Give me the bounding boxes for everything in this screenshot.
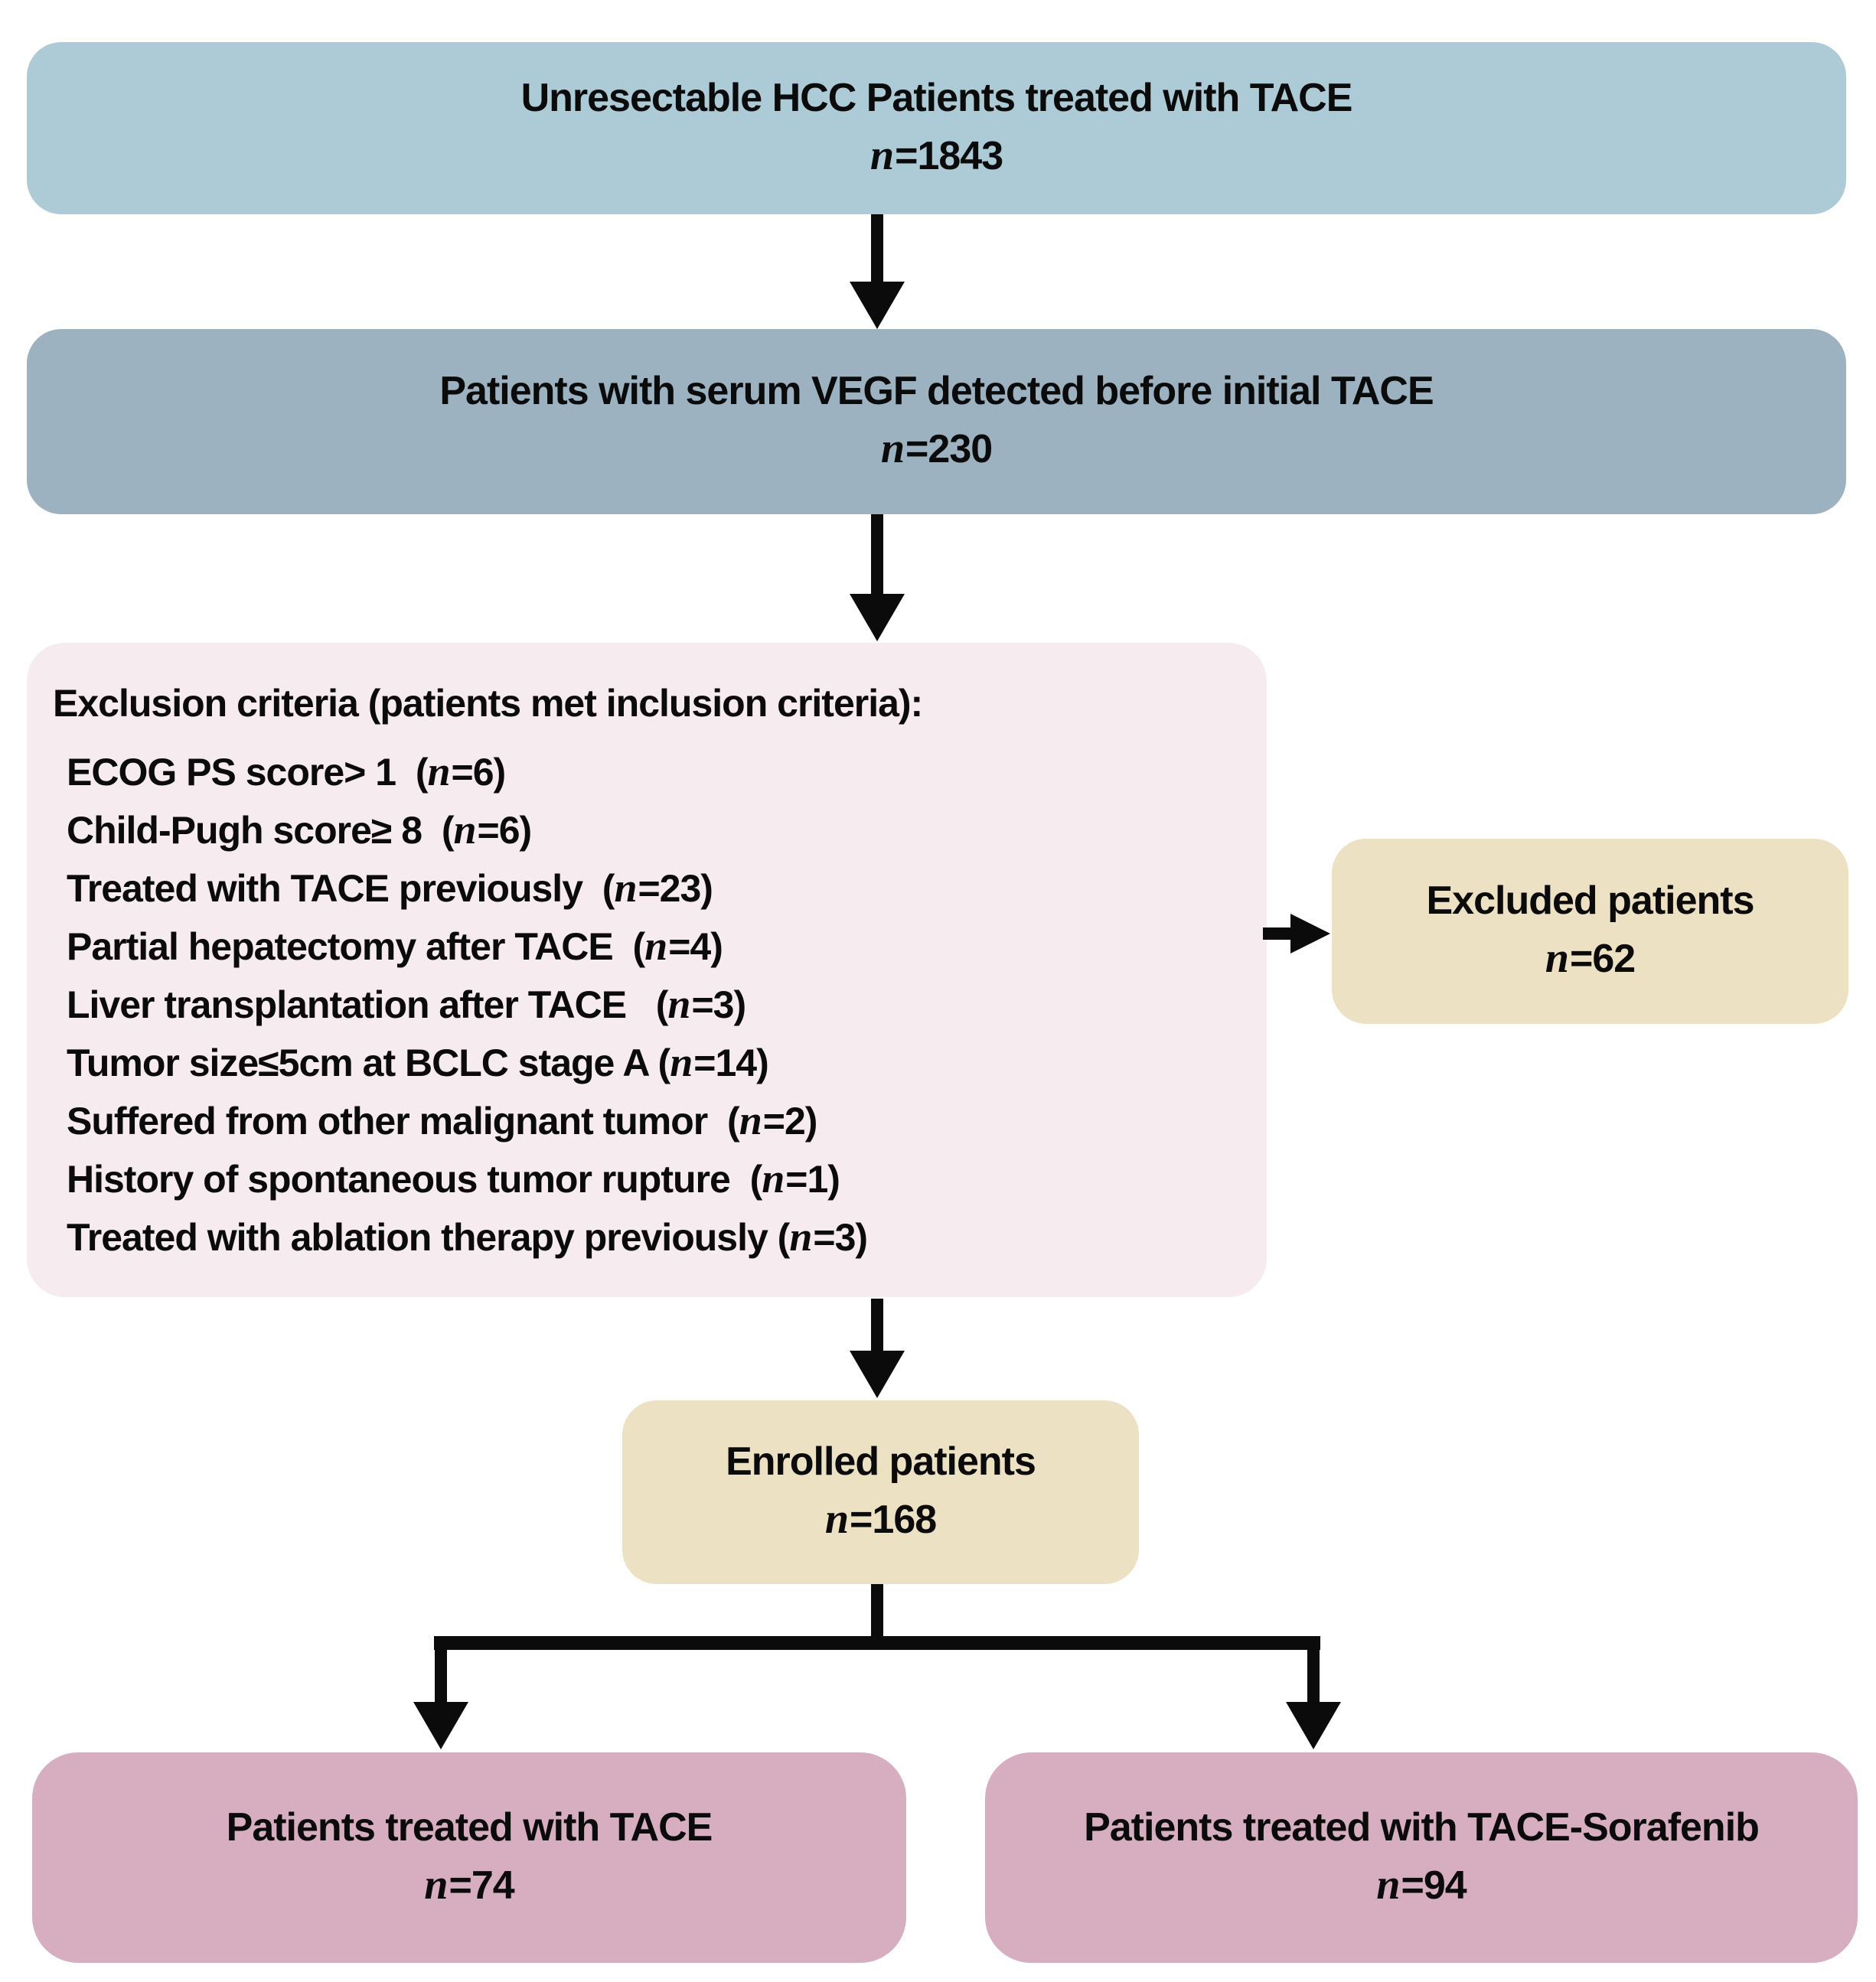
exclusion-item-count: =3) [813, 1216, 868, 1259]
count-value: =168 [850, 1498, 937, 1543]
n-symbol: n [762, 1156, 785, 1201]
node-arm-tace-sorafenib-count: n=94 [1376, 1856, 1467, 1915]
arrow-down-2-head [850, 594, 905, 641]
exclusion-item: Suffered from other malignant tumor (n=2… [53, 1092, 817, 1150]
exclusion-item: Treated with ablation therapy previously… [53, 1208, 868, 1266]
n-symbol: n [670, 1039, 693, 1085]
arrow-right-excluded-shaft [1263, 927, 1294, 940]
branch-left-drop [435, 1636, 447, 1705]
n-symbol: n [424, 1860, 448, 1909]
exclusion-item-text: Partial hepatectomy after TACE ( [67, 925, 645, 968]
exclusion-item-count: =4) [668, 925, 723, 968]
n-symbol: n [427, 748, 450, 794]
exclusion-item-text: Liver transplantation after TACE ( [67, 983, 668, 1026]
node-enrolled-count: n=168 [824, 1490, 937, 1549]
node-arm-tace: Patients treated with TACE n=74 [32, 1752, 906, 1963]
n-symbol: n [824, 1495, 849, 1544]
branch-right-drop [1307, 1636, 1320, 1705]
branch-stem [871, 1584, 883, 1645]
exclusion-item-text: Treated with ablation therapy previously… [67, 1216, 790, 1259]
node-unresectable-hcc-title: Unresectable HCC Patients treated with T… [520, 75, 1353, 120]
node-excluded-count: n=62 [1545, 929, 1636, 988]
exclusion-item-text: ECOG PS score> 1 ( [67, 751, 428, 794]
exclusion-title: Exclusion criteria (patients met inclusi… [53, 682, 923, 725]
n-symbol: n [1376, 1860, 1400, 1909]
n-symbol: n [739, 1097, 762, 1143]
n-symbol: n [644, 923, 667, 969]
count-value: =74 [449, 1863, 515, 1908]
node-enrolled-patients: Enrolled patients n=168 [622, 1400, 1139, 1584]
exclusion-item: ECOG PS score> 1 (n=6) [53, 743, 507, 801]
n-symbol: n [869, 131, 894, 179]
exclusion-item-count: =23) [638, 867, 713, 910]
node-unresectable-hcc: Unresectable HCC Patients treated with T… [27, 42, 1846, 214]
exclusion-item-text: History of spontaneous tumor rupture ( [67, 1158, 762, 1201]
branch-right-arrowhead [1286, 1702, 1341, 1749]
branch-left-arrowhead [413, 1702, 468, 1749]
n-symbol: n [1545, 934, 1569, 983]
node-arm-tace-sorafenib-title: Patients treated with TACE-Sorafenib [1084, 1804, 1760, 1850]
exclusion-item-count: =14) [693, 1042, 768, 1084]
exclusion-item-count: =6) [477, 809, 533, 852]
node-serum-vegf-count: n=230 [880, 419, 993, 478]
node-excluded-title: Excluded patients [1426, 879, 1755, 924]
arrow-down-3-shaft [871, 1299, 883, 1352]
node-serum-vegf-title: Patients with serum VEGF detected before… [439, 369, 1434, 414]
arrow-down-3-head [850, 1351, 905, 1398]
count-value: =94 [1401, 1863, 1467, 1908]
exclusion-item-text: Tumor size≤5cm at BCLC stage A ( [67, 1042, 670, 1084]
node-arm-tace-title: Patients treated with TACE [226, 1804, 713, 1850]
node-arm-tace-count: n=74 [424, 1856, 514, 1915]
node-serum-vegf: Patients with serum VEGF detected before… [27, 329, 1846, 514]
n-symbol: n [789, 1214, 812, 1260]
node-exclusion-criteria: Exclusion criteria (patients met inclusi… [27, 643, 1267, 1297]
node-arm-tace-sorafenib: Patients treated with TACE-Sorafenib n=9… [985, 1752, 1858, 1963]
arrow-right-excluded-head [1290, 914, 1330, 954]
exclusion-item: Child-Pugh score≥ 8 (n=6) [53, 801, 533, 859]
count-value: =1843 [895, 133, 1003, 178]
exclusion-item: History of spontaneous tumor rupture (n=… [53, 1150, 840, 1208]
count-value: =230 [905, 427, 993, 472]
arrow-down-1-shaft [871, 214, 883, 283]
exclusion-item: Tumor size≤5cm at BCLC stage A (n=14) [53, 1034, 769, 1092]
arrow-down-1-head [850, 282, 905, 329]
node-excluded-patients: Excluded patients n=62 [1332, 839, 1848, 1024]
branch-crossbar [434, 1636, 1320, 1650]
n-symbol: n [453, 807, 477, 852]
exclusion-item-count: =1) [785, 1158, 840, 1201]
exclusion-item-count: =6) [451, 751, 507, 794]
n-symbol: n [614, 865, 637, 911]
exclusion-item: Treated with TACE previously (n=23) [53, 859, 713, 918]
arrow-down-2-shaft [871, 514, 883, 595]
exclusion-item: Partial hepatectomy after TACE (n=4) [53, 918, 723, 976]
exclusion-item-text: Treated with TACE previously ( [67, 867, 615, 910]
exclusion-item-count: =2) [762, 1100, 818, 1143]
node-enrolled-title: Enrolled patients [726, 1439, 1036, 1485]
n-symbol: n [667, 981, 690, 1027]
exclusion-item-text: Suffered from other malignant tumor ( [67, 1100, 740, 1143]
exclusion-item: Liver transplantation after TACE (n=3) [53, 976, 746, 1034]
count-value: =62 [1570, 937, 1636, 982]
exclusion-item-count: =3) [691, 983, 746, 1026]
n-symbol: n [880, 425, 905, 473]
exclusion-item-text: Child-Pugh score≥ 8 ( [67, 809, 454, 852]
node-unresectable-hcc-count: n=1843 [870, 126, 1003, 185]
